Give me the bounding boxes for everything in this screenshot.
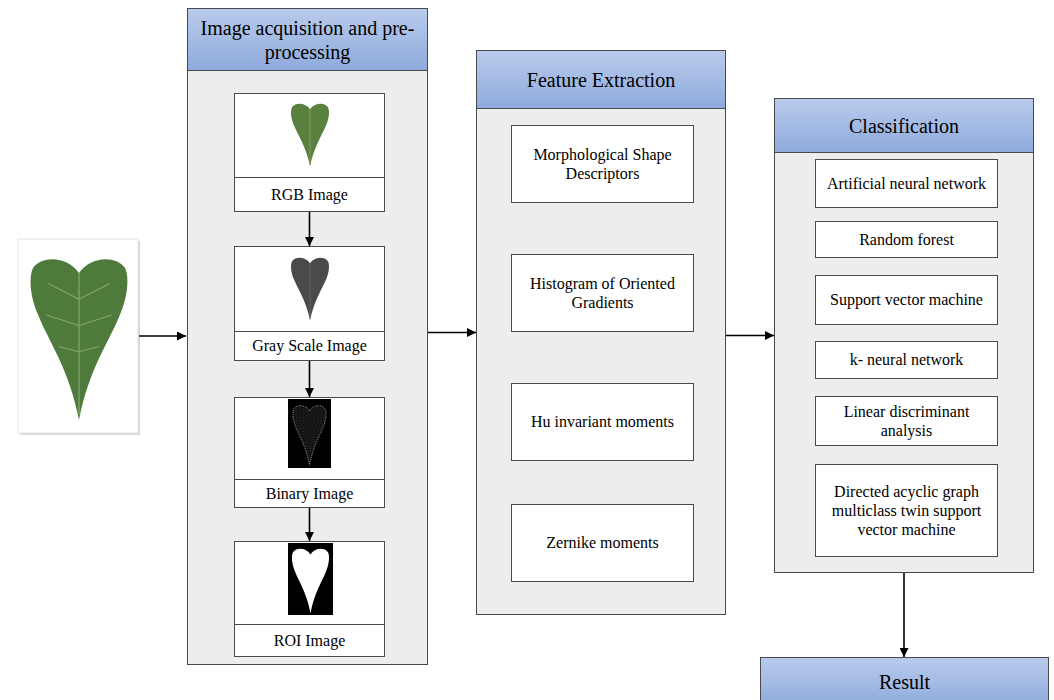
binary-leaf — [235, 398, 384, 480]
rgb-leaf — [235, 94, 384, 178]
image-caption-strip: Gray Scale Image — [235, 331, 384, 360]
flow-arrow — [309, 508, 311, 541]
method-box: Directed acyclic graph multiclass twin s… — [815, 464, 998, 557]
method-box: Zernike moments — [511, 504, 694, 582]
input-arrow — [139, 335, 186, 337]
flow-arrow — [428, 332, 476, 334]
result-band: Result — [760, 657, 1049, 700]
panel-header: Classification — [775, 99, 1033, 153]
node-label: Gray Scale Image — [252, 336, 367, 355]
image-stage-box: ROI Image — [234, 541, 385, 657]
image-caption-strip: Binary Image — [235, 479, 384, 507]
node-label: k- neural network — [850, 350, 964, 369]
stage-panel: ClassificationArtificial neural networkR… — [774, 98, 1034, 573]
node-label: Linear discriminant analysis — [824, 402, 989, 440]
node-label: Support vector machine — [830, 290, 983, 309]
node-label: ROI Image — [274, 631, 346, 650]
node-label: Zernike moments — [546, 533, 658, 552]
image-caption-strip: RGB Image — [235, 177, 384, 211]
node-label: Artificial neural network — [827, 174, 986, 193]
flow-arrow — [309, 212, 311, 246]
node-label: Feature Extraction — [527, 68, 675, 92]
gray-leaf — [235, 247, 384, 331]
stage-panel: Feature ExtractionMorphological Shape De… — [476, 50, 726, 615]
node-label: Image acquisition and pre-processing — [196, 16, 419, 64]
method-box: Support vector machine — [815, 275, 998, 325]
image-stage-box: RGB Image — [234, 93, 385, 212]
node-label: Random forest — [859, 230, 954, 249]
flow-arrow — [726, 335, 774, 337]
flow-arrow — [903, 573, 905, 657]
leaf-card — [18, 239, 138, 433]
method-box: Histogram of Oriented Gradients — [511, 254, 694, 332]
panel-header: Image acquisition and pre-processing — [188, 9, 427, 71]
panel-header: Feature Extraction — [477, 51, 725, 109]
method-box: Morphological Shape Descriptors — [511, 125, 694, 203]
node-label: Result — [879, 670, 930, 694]
image-caption-strip: ROI Image — [235, 624, 384, 656]
node-label: Morphological Shape Descriptors — [520, 145, 685, 183]
image-stage-box: Gray Scale Image — [234, 246, 385, 361]
node-label: RGB Image — [271, 185, 348, 204]
leaf-picture — [31, 259, 128, 420]
node-label: Classification — [849, 114, 959, 138]
node-label: Histogram of Oriented Gradients — [520, 274, 685, 312]
node-label: Directed acyclic graph multiclass twin s… — [824, 482, 989, 540]
method-box: Hu invariant moments — [511, 383, 694, 461]
image-stage-box: Binary Image — [234, 397, 385, 508]
roi-leaf — [235, 542, 384, 626]
method-box: Linear discriminant analysis — [815, 396, 998, 446]
stage-panel: Image acquisition and pre-processing RGB… — [187, 8, 428, 665]
method-box: k- neural network — [815, 341, 998, 379]
method-box: Artificial neural network — [815, 159, 998, 208]
node-label: Binary Image — [266, 484, 354, 503]
method-box: Random forest — [815, 221, 998, 258]
flow-arrow — [309, 361, 311, 397]
node-label: Hu invariant moments — [531, 412, 674, 431]
